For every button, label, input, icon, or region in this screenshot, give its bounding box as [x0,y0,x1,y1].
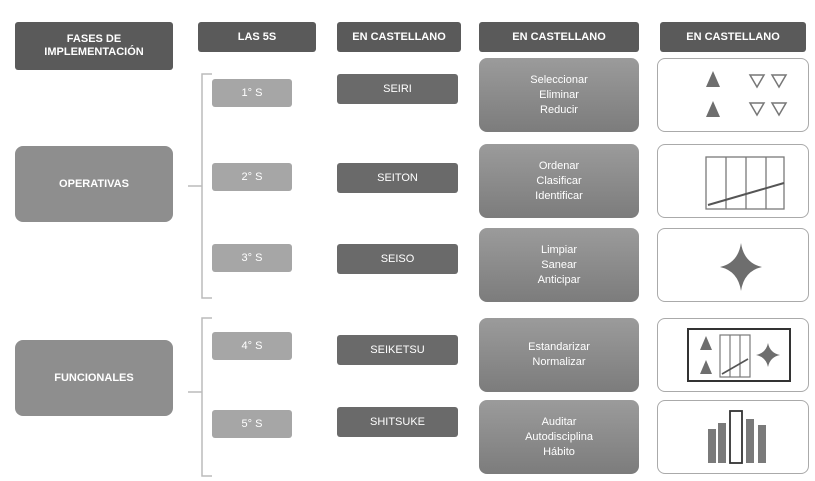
header-castellano-2: EN CASTELLANO [479,22,639,52]
jp-shitsuke: SHITSUKE [337,407,458,437]
jp-seiso: SEISO [337,244,458,274]
icon-box-5 [657,400,809,474]
action-text: Hábito [543,445,575,458]
bracket-operativas [188,73,212,299]
action-text: Clasificar [536,174,582,187]
header-castellano-3: EN CASTELLANO [660,22,806,52]
icon-box-2 [657,144,809,218]
phase-funcionales: FUNCIONALES [15,340,173,416]
action-box-2: Ordenar Clasificar Identificar [479,144,639,218]
action-text: Anticipar [537,273,581,286]
action-text: Estandarizar [528,341,590,353]
icon-box-4 [657,318,809,392]
action-text: Auditar [541,415,577,428]
phase-operativas: OPERATIVAS [15,146,173,222]
action-text: Eliminar [539,88,579,101]
action-box-5: Auditar Autodisciplina Hábito [479,400,639,474]
jp-seiri: SEIRI [337,74,458,104]
action-text: Seleccionar [530,73,588,86]
sparkle-icon [720,243,762,291]
action-text: Reducir [540,103,578,116]
triangles-icon [706,71,788,117]
action-text: Autodisciplina [525,430,593,443]
action-box-1: Seleccionar Eliminar Reducir [479,58,639,132]
action-box-4: Estandarizar Normalizar [479,318,639,392]
action-text: Identificar [535,189,583,202]
header-castellano-1: EN CASTELLANO [337,22,461,52]
bar-chart-icon [708,410,766,464]
action-box-3: Limpiar Sanear Anticipar [479,228,639,302]
action-text: Sanear [541,258,577,271]
header-las-5s: LAS 5S [198,22,316,52]
s-step-4: 4° S [212,332,292,360]
s-step-5: 5° S [212,410,292,438]
action-text: Limpiar [540,243,578,256]
action-text: Ordenar [538,159,580,172]
header-phases: FASES DE IMPLEMENTACIÓN [15,22,173,70]
s-step-3: 3° S [212,244,292,272]
icon-box-3 [657,228,809,302]
bracket-funcionales [188,317,212,477]
standard-board-icon [687,328,791,382]
action-text: Normalizar [532,356,586,368]
s-step-2: 2° S [212,163,292,191]
s-step-1: 1° S [212,79,292,107]
jp-seiton: SEITON [337,163,458,193]
shelf-grid-icon [705,156,785,210]
jp-seiketsu: SEIKETSU [337,335,458,365]
icon-box-1 [657,58,809,132]
